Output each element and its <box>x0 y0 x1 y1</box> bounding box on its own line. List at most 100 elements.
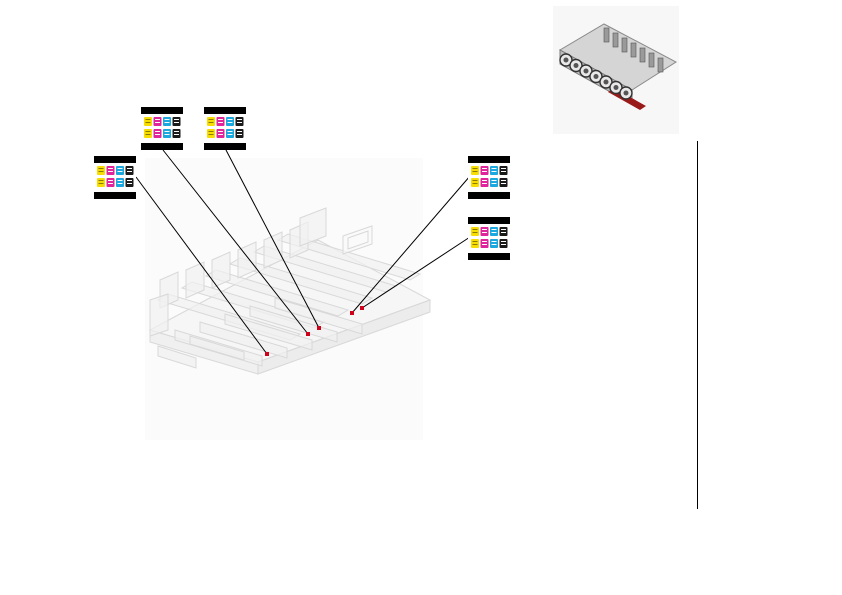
ink-swatch-mark <box>145 134 151 135</box>
ink-label-body <box>204 107 246 150</box>
ink-swatch-mark <box>164 122 170 123</box>
ink-swatch-black <box>125 178 134 187</box>
ink-swatch-mark <box>208 131 214 132</box>
ink-swatch-mark <box>501 171 506 172</box>
overview-head-core <box>603 79 609 85</box>
ink-swatch-black <box>499 166 508 175</box>
ink-swatch-mark <box>237 119 242 120</box>
ink-swatch-mark <box>108 183 113 184</box>
ink-swatch-mark <box>472 183 478 184</box>
overview-head-core <box>563 57 569 63</box>
ink-swatch-mark <box>491 168 497 169</box>
ink-swatch-mark <box>501 244 506 245</box>
ink-swatch-black <box>499 227 508 236</box>
ink-swatch-mark <box>208 119 214 120</box>
ink-swatch-mark <box>501 229 506 230</box>
overview-head-core <box>573 63 579 68</box>
vertical-divider <box>697 141 698 509</box>
ink-swatch-mark <box>108 180 113 181</box>
ink-label-bottom-band <box>204 143 246 150</box>
contact-marker-4 <box>350 311 354 315</box>
ink-swatch-cyan <box>163 117 171 126</box>
ink-swatch-mark <box>98 183 104 184</box>
ink-label-3 <box>204 107 246 150</box>
ink-swatch-mark <box>491 183 497 184</box>
ink-label-bottom-band <box>468 192 510 199</box>
ink-swatch-cyan <box>226 117 234 126</box>
ink-swatch-mark <box>491 232 497 233</box>
ink-swatch-magenta <box>480 178 489 187</box>
ink-swatch-black <box>499 178 508 187</box>
carrier-illustration <box>148 207 432 375</box>
ink-swatch-cyan <box>490 239 498 248</box>
ink-swatch-cyan <box>116 178 124 187</box>
ink-label-bottom-band <box>94 192 136 199</box>
ink-label-4 <box>468 156 510 199</box>
ink-swatch-cyan <box>490 178 498 187</box>
ink-swatch-mark <box>482 241 487 242</box>
contact-markers <box>265 306 364 356</box>
ink-swatch-mark <box>117 171 123 172</box>
ink-swatch-mark <box>127 183 132 184</box>
leader-lines <box>135 149 471 355</box>
ink-swatch-yellow <box>471 227 479 236</box>
ink-swatch-mark <box>227 134 233 135</box>
ink-swatch-mark <box>127 180 132 181</box>
overview-head-post <box>612 32 619 48</box>
ink-swatch-magenta <box>480 227 489 236</box>
ink-swatch-mark <box>127 171 132 172</box>
ink-swatch-mark <box>117 183 123 184</box>
ink-swatch-mark <box>472 171 478 172</box>
ink-label-bottom-band <box>141 143 183 150</box>
ink-swatch-yellow <box>207 129 215 138</box>
leader-line-5 <box>361 236 471 309</box>
ink-swatch-mark <box>145 119 151 120</box>
overview-head-post <box>621 37 628 53</box>
ink-swatch-mark <box>218 119 223 120</box>
ink-label-body <box>468 156 510 199</box>
ink-swatch-mark <box>108 168 113 169</box>
ink-swatch-cyan <box>226 129 234 138</box>
ink-label-body <box>94 156 136 199</box>
ink-swatch-black <box>125 166 134 175</box>
ink-swatch-mark <box>472 168 478 169</box>
ink-swatch-mark <box>98 171 104 172</box>
overview-head-core <box>593 74 599 79</box>
ink-swatch-magenta <box>106 178 115 187</box>
ink-label-5 <box>468 217 510 260</box>
ink-swatch-mark <box>472 180 478 181</box>
ink-label-bottom-band <box>468 253 510 260</box>
ink-swatch-yellow <box>471 178 479 187</box>
ink-swatch-mark <box>155 122 160 123</box>
ink-swatch-mark <box>482 168 487 169</box>
leader-line-3 <box>225 149 320 329</box>
ink-swatch-mark <box>218 131 223 132</box>
ink-swatch-mark <box>491 241 497 242</box>
contact-marker-1 <box>265 352 269 356</box>
ink-swatch-yellow <box>97 178 105 187</box>
contact-marker-5 <box>360 306 364 310</box>
overview-head-post <box>639 47 646 63</box>
ink-swatch-mark <box>227 131 233 132</box>
ink-swatch-magenta <box>216 129 225 138</box>
ink-swatch-magenta <box>480 239 489 248</box>
ink-swatch-mark <box>482 244 487 245</box>
ink-swatch-mark <box>98 180 104 181</box>
ink-label-top-band <box>94 156 136 163</box>
ink-swatch-mark <box>472 229 478 230</box>
ink-swatch-yellow <box>471 166 479 175</box>
ink-swatch-mark <box>98 168 104 169</box>
ink-label-body <box>141 107 183 150</box>
ink-label-callouts <box>94 107 510 260</box>
overview-thumbnail <box>553 6 679 134</box>
ink-swatch-mark <box>491 180 497 181</box>
ink-swatch-mark <box>164 119 170 120</box>
ink-swatch-mark <box>501 241 506 242</box>
ink-swatch-mark <box>174 122 179 123</box>
ink-swatch-mark <box>218 122 223 123</box>
ink-swatch-yellow <box>144 117 152 126</box>
ink-label-top-band <box>204 107 246 114</box>
ink-swatch-mark <box>482 183 487 184</box>
ink-swatch-mark <box>155 134 160 135</box>
